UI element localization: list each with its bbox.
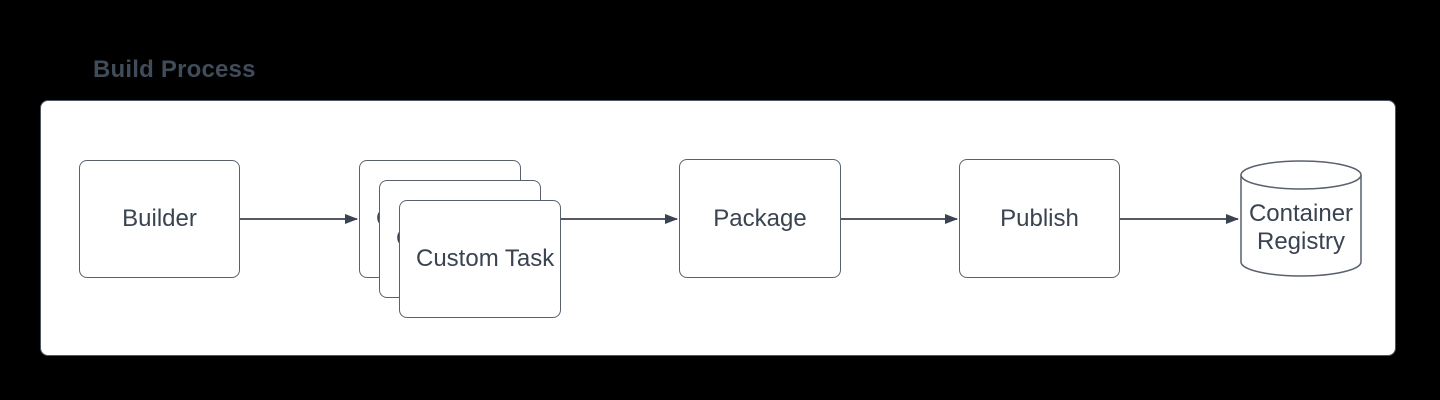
node-package[interactable]: Package	[679, 159, 841, 278]
node-publish-label: Publish	[1000, 204, 1079, 232]
node-container-registry-label: Container Registry	[1240, 190, 1362, 265]
node-container-registry-label-line2: Registry	[1256, 227, 1346, 255]
node-builder[interactable]: Builder	[79, 160, 240, 278]
node-container-registry[interactable]: Container Registry	[1240, 160, 1362, 277]
node-container-registry-label-line1: Container	[1248, 199, 1354, 227]
node-publish[interactable]: Publish	[959, 159, 1120, 278]
diagram-title: Build Process	[93, 56, 256, 83]
node-package-label: Package	[713, 204, 807, 232]
node-custom-task-label: Custom Task	[416, 245, 555, 273]
database-cylinder-shape	[1240, 160, 1362, 277]
node-custom-task[interactable]: Custom Task	[399, 200, 561, 318]
node-builder-label: Builder	[122, 205, 197, 233]
